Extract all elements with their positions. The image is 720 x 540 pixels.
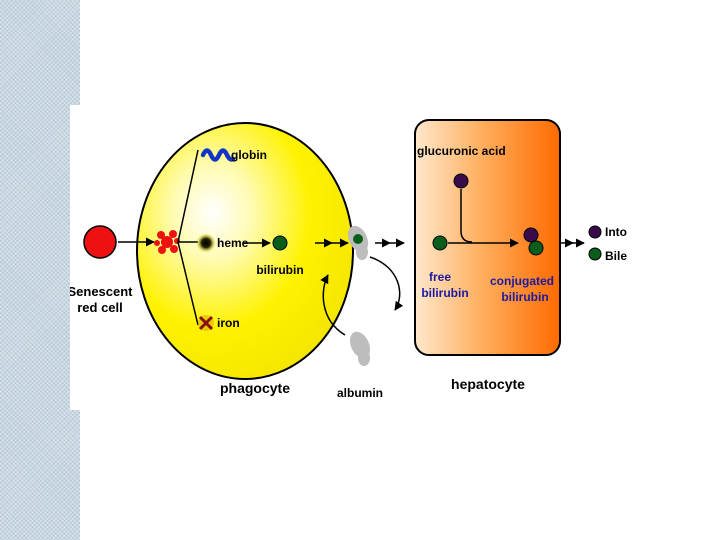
bilirubin-metabolism-diagram: Senescent red cell globin heme — [70, 105, 640, 410]
conjugated-label-line1: conjugated — [490, 274, 554, 288]
albumin-recycle-loop-left — [320, 274, 346, 336]
hepatocyte-label: hepatocyte — [451, 376, 525, 392]
albumin-with-bilirubin — [347, 225, 369, 260]
hepatocyte-cell — [414, 119, 561, 356]
conjugated-bilirubin-molecule — [523, 227, 544, 256]
into-bile-label-line2: Bile — [605, 249, 627, 263]
ruptured-red-cell — [154, 230, 180, 254]
conjugated-label-line2: bilirubin — [501, 290, 548, 304]
globin-icon — [200, 148, 236, 162]
glucuronic-acid-molecule — [453, 173, 469, 189]
phagocyte-cell — [136, 122, 354, 380]
phagocyte-label: phagocyte — [220, 380, 290, 396]
branch-lines — [177, 149, 199, 326]
senescent-red-cell — [83, 225, 117, 259]
glucuronic-acid-label: glucuronic acid — [417, 144, 506, 158]
heme-label: heme — [217, 236, 249, 250]
bile-conjugated-bilirubin — [588, 225, 602, 261]
globin-label: globin — [231, 148, 267, 162]
albumin-free — [349, 331, 371, 366]
iron-icon — [198, 315, 214, 331]
free-bilirubin-label-line2: bilirubin — [421, 286, 468, 300]
heme-icon — [196, 233, 216, 253]
senescent-label-line1: Senescent — [70, 284, 133, 299]
into-bile-label-line1: Into — [605, 225, 627, 239]
free-bilirubin-label-line1: free — [429, 270, 451, 284]
bilirubin-molecule — [272, 235, 288, 251]
albumin-label: albumin — [337, 386, 383, 400]
decorative-side-strip — [0, 0, 80, 540]
glucuronic-acid-path — [460, 189, 473, 243]
free-bilirubin-molecule — [432, 235, 448, 251]
senescent-label-line2: red cell — [77, 300, 123, 315]
albumin-recycle-loop-right — [369, 256, 404, 311]
iron-label: iron — [217, 316, 240, 330]
bilirubin-label: bilirubin — [256, 263, 303, 277]
